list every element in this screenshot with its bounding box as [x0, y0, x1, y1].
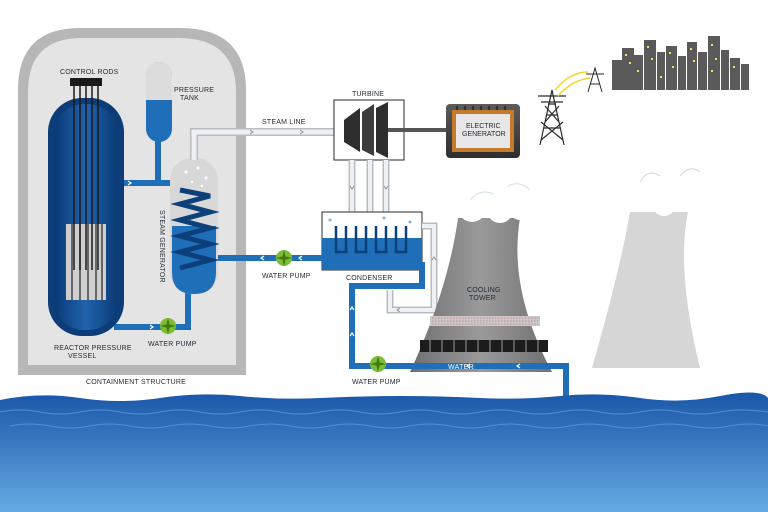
label-water-pump-primary: WATER PUMP: [148, 341, 197, 348]
water-pump-primary: [160, 318, 176, 334]
diagram-labels: CONTROL RODS PRESSURE TANK STEAM LINE TU…: [54, 69, 506, 386]
label-pressure-tank-line1: PRESSURE: [174, 87, 214, 94]
steam-generator: [170, 158, 220, 294]
label-condenser: CONDENSER: [346, 275, 393, 282]
label-pressure-tank-line2: TANK: [180, 95, 199, 102]
flow-arrows: [127, 180, 521, 369]
power-lines: [554, 71, 591, 97]
label-reactor-vessel-line1: REACTOR PRESSURE: [54, 345, 132, 352]
city-skyline: [612, 36, 749, 90]
turbine: [333, 99, 446, 161]
label-turbine: TURBINE: [352, 91, 384, 98]
cooling-tower-background: [592, 101, 718, 368]
label-cooling-tower-line1: COOLING: [467, 287, 501, 294]
primary-loop-pipes: [114, 140, 191, 330]
label-cooling-tower-line2: TOWER: [469, 295, 496, 302]
label-reactor-vessel-line2: VESSEL: [68, 353, 96, 360]
river: [0, 392, 768, 512]
label-electric-generator-line1: ELECTRIC: [466, 123, 501, 130]
label-electric-generator-line2: GENERATOR: [462, 131, 506, 138]
label-containment-structure: CONTAINMENT STRUCTURE: [86, 379, 186, 386]
condenser: [321, 211, 423, 271]
transmission-tower-small: [586, 66, 604, 93]
label-water-pump-secondary: WATER PUMP: [262, 273, 311, 280]
control-rods: [70, 78, 102, 270]
water-pump-cooling: [370, 356, 386, 372]
label-steam-generator: STEAM GENERATOR: [158, 210, 165, 283]
cooling-water-pipe: [349, 262, 569, 398]
label-control-rods: CONTROL RODS: [60, 69, 119, 76]
label-water-pump-cooling: WATER PUMP: [352, 379, 401, 386]
label-water: WATER: [448, 364, 474, 371]
water-pump-secondary: [276, 250, 292, 266]
transmission-tower: [538, 89, 566, 146]
label-steam-line: STEAM LINE: [262, 119, 306, 126]
cooling-tower: [410, 177, 555, 372]
pressure-tank: [146, 62, 172, 142]
steam-arrows: [249, 129, 437, 313]
electric-generator: [446, 104, 520, 158]
